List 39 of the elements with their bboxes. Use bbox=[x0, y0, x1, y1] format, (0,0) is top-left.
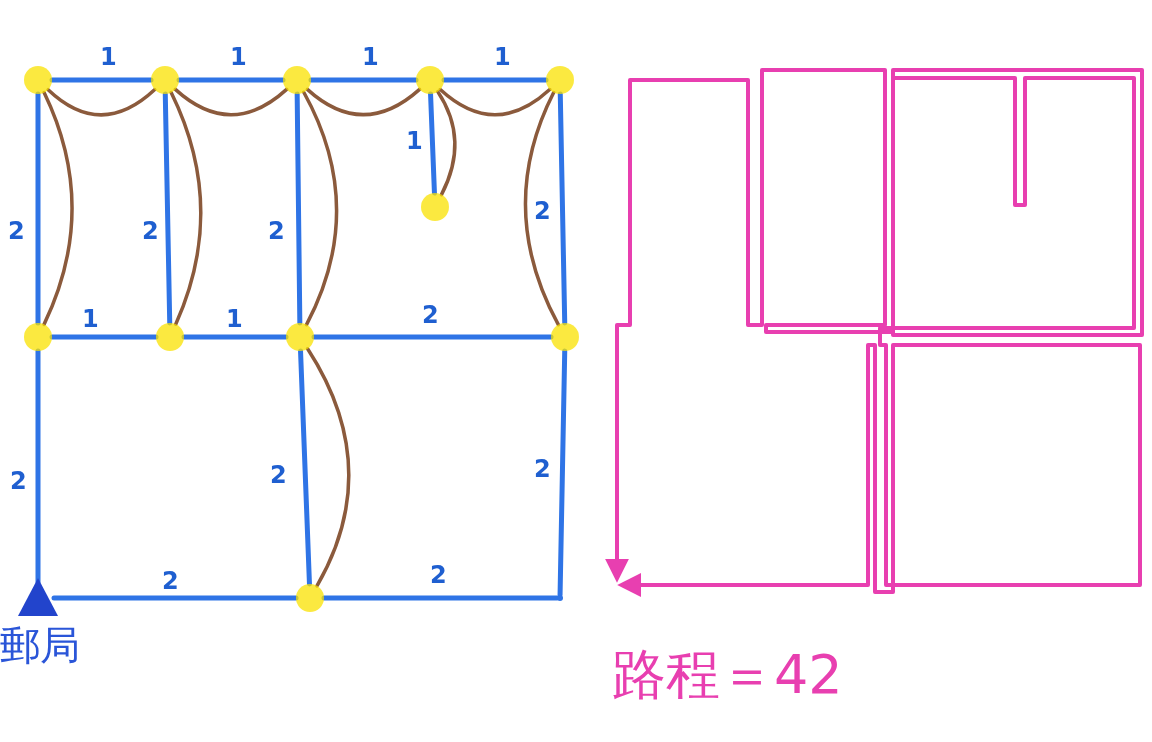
road-line bbox=[35, 91, 41, 326]
vertex-highlight bbox=[151, 66, 179, 94]
road-line bbox=[49, 77, 154, 83]
vertex-highlight bbox=[283, 66, 311, 94]
repeat-curve bbox=[305, 347, 351, 588]
road-line bbox=[162, 91, 173, 326]
repeat-curve bbox=[173, 87, 289, 117]
road-line bbox=[321, 595, 560, 601]
vertex-highlight bbox=[546, 66, 574, 94]
vertex-highlight bbox=[24, 323, 52, 351]
road-line bbox=[557, 348, 568, 598]
road-line bbox=[181, 334, 289, 340]
repeat-curve bbox=[438, 87, 552, 117]
road-line bbox=[557, 91, 568, 326]
road-line bbox=[294, 91, 303, 326]
repeat-curve bbox=[46, 87, 157, 117]
place-label: 郵局 bbox=[0, 622, 80, 668]
vertex-highlight bbox=[24, 66, 52, 94]
road-line bbox=[176, 77, 286, 83]
road-line bbox=[311, 334, 554, 340]
road-line bbox=[428, 91, 437, 196]
vertex-highlight bbox=[551, 323, 579, 351]
distance-text: 路程＝42 bbox=[612, 645, 843, 705]
vertex-highlight bbox=[286, 323, 314, 351]
repeat-curve bbox=[523, 90, 561, 327]
vertex-highlight bbox=[421, 193, 449, 221]
repeat-curve bbox=[436, 89, 457, 197]
road-line bbox=[441, 77, 549, 83]
vertex-highlight bbox=[156, 323, 184, 351]
vertex-highlight bbox=[416, 66, 444, 94]
road-line bbox=[49, 334, 159, 340]
repeat-curve bbox=[305, 87, 422, 117]
repeat-curve bbox=[42, 90, 74, 327]
road-line bbox=[298, 348, 312, 587]
repeat-curve bbox=[169, 90, 203, 326]
repeat-curve bbox=[302, 90, 339, 327]
road-line bbox=[308, 77, 419, 83]
vertex-highlight bbox=[296, 584, 324, 612]
road-line bbox=[51, 595, 299, 601]
